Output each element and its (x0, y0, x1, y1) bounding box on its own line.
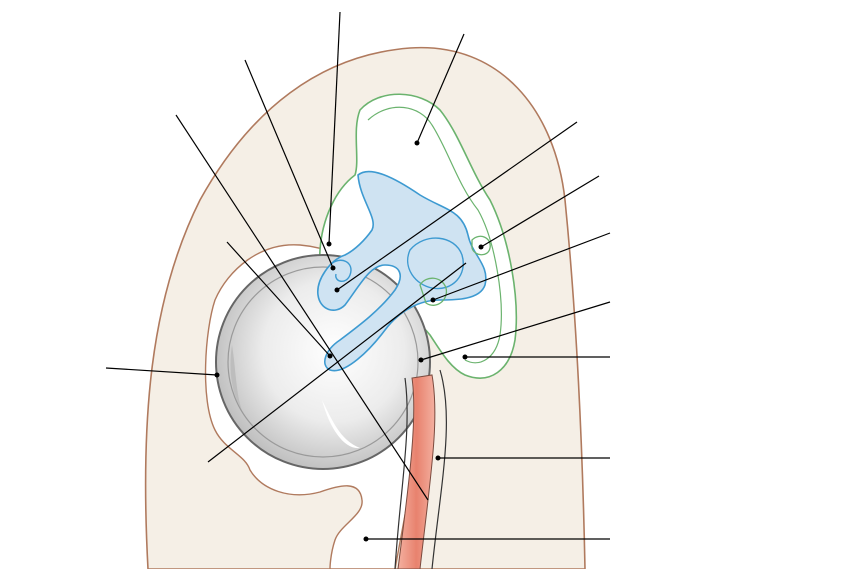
membranous-coil (329, 259, 352, 282)
small-green-loop-1 (471, 235, 491, 256)
leader-lines (105, 11, 611, 542)
membranous-loop (407, 237, 464, 290)
muscle-band (397, 374, 436, 569)
globe (215, 254, 431, 470)
membranous-structure (317, 170, 487, 372)
perilymph-inner-line (367, 106, 502, 364)
small-green-loop-2 (419, 277, 448, 306)
